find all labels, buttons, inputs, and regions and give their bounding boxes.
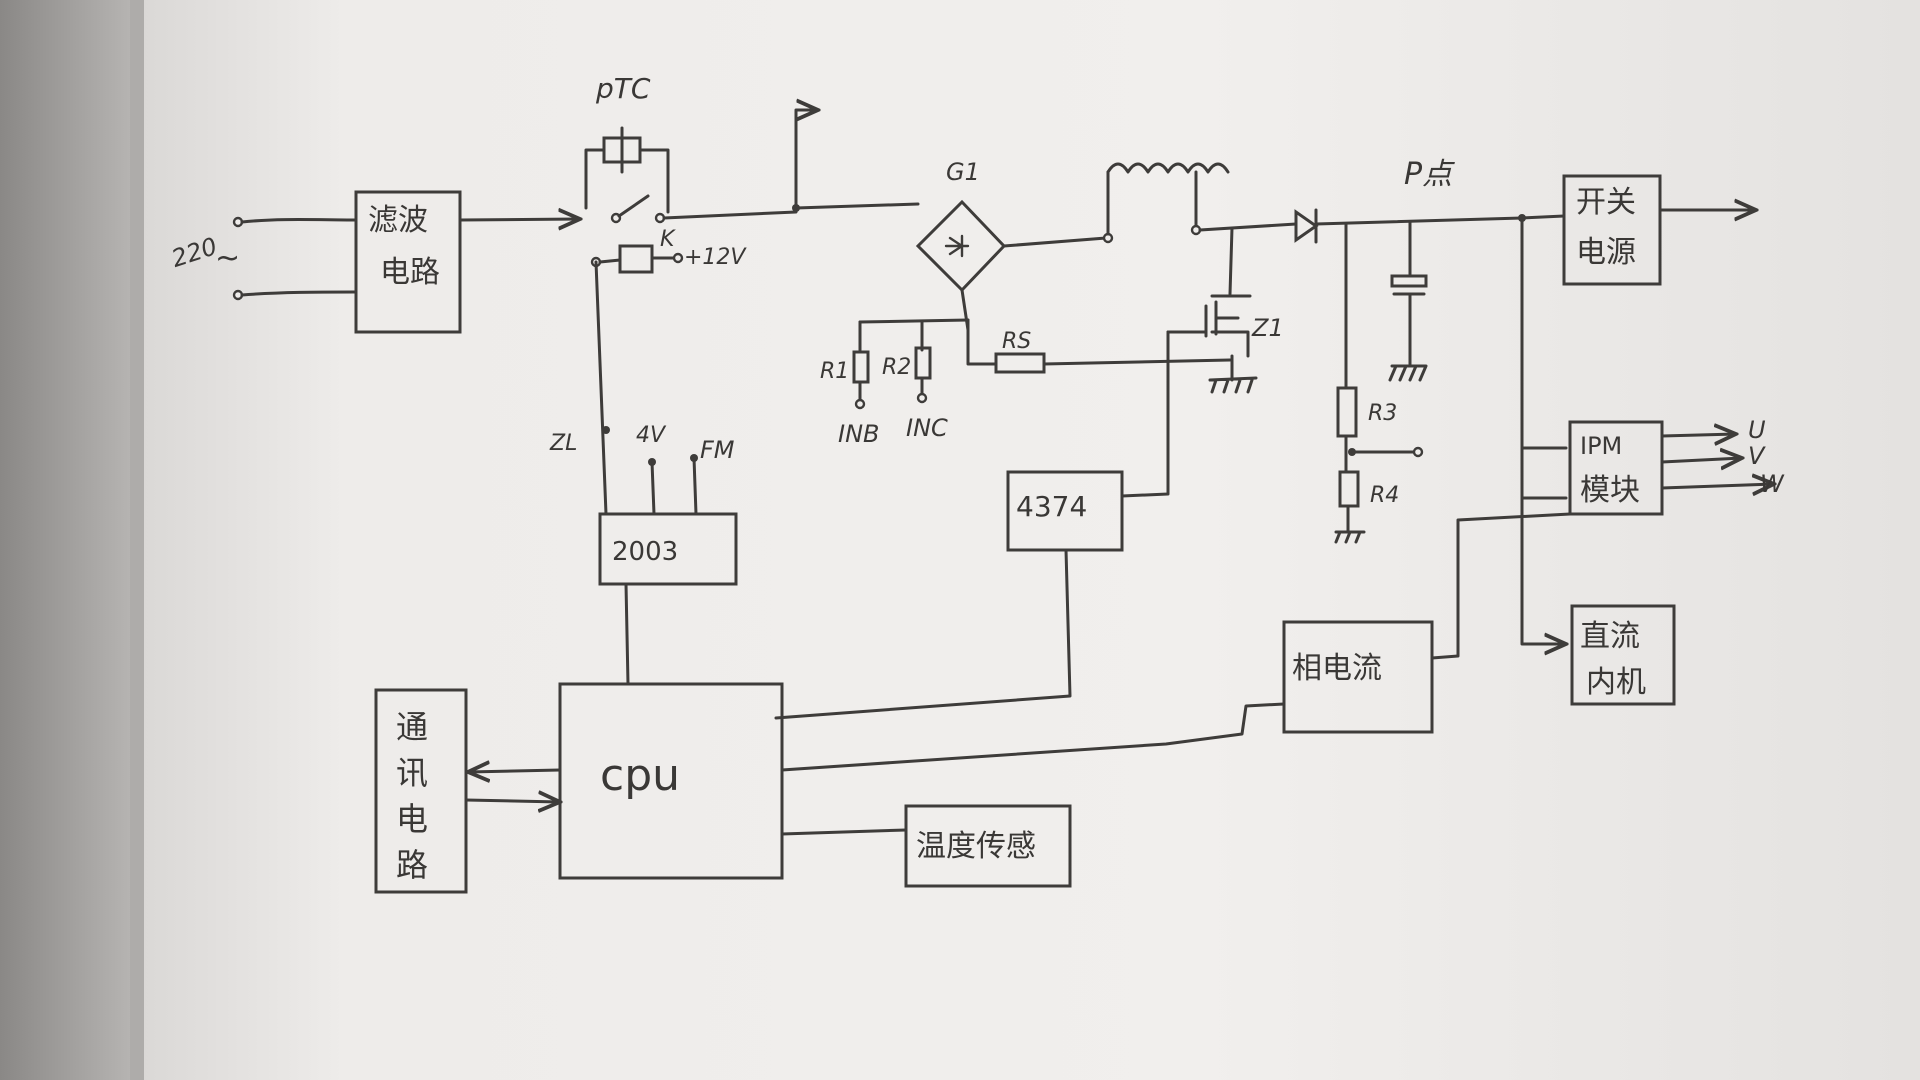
- zl-label: ZL: [549, 431, 577, 456]
- filter-circuit-block: 滤波 电路: [354, 190, 462, 334]
- relay-supply-label: +12V: [684, 245, 747, 270]
- dc-label-1: 直流: [1580, 619, 1640, 654]
- pfc-igbt: Z1: [1166, 226, 1284, 394]
- dc-label-2: 内机: [1586, 665, 1646, 700]
- output-v-label: V: [1748, 442, 1766, 470]
- communication-block: 通 讯 电 路: [374, 688, 560, 894]
- ptc-resistor: pTC: [584, 72, 670, 214]
- comm-label-4: 路: [396, 846, 428, 884]
- driver-2003-block: ZL 4V FM 2003: [549, 260, 738, 686]
- 4v-label: 4V: [636, 423, 667, 448]
- ac-input: 220 ~: [168, 216, 357, 301]
- pfc-diode: P点: [1294, 157, 1524, 244]
- chip-4374-block: 4374: [774, 330, 1170, 720]
- relay-k-label: K: [660, 227, 676, 252]
- paper-sheet: [130, 0, 1920, 1080]
- switching-power-block: 开关 电源: [1562, 174, 1662, 286]
- comm-label-2: 讯: [396, 754, 428, 792]
- driver-2003-label: 2003: [612, 537, 678, 567]
- ipm-label-2: 模块: [1580, 473, 1640, 508]
- bridge-label: G1: [946, 158, 980, 186]
- filter-label-2: 电路: [380, 255, 440, 290]
- inb-label: INB: [838, 420, 880, 448]
- pfc-inductor: [1102, 162, 1298, 244]
- current-det-label: 相电流: [1292, 651, 1382, 686]
- bridge-rectifier: G1: [794, 158, 1108, 332]
- cpu-label: cpu: [600, 750, 680, 801]
- ptc-label: pTC: [595, 72, 651, 105]
- temp-sensor-label: 温度传感: [916, 829, 1036, 864]
- voltage-divider: R3 R4: [1334, 222, 1424, 544]
- comm-label-1: 通: [396, 708, 428, 746]
- inc-label: INC: [906, 414, 948, 442]
- r2-label: R2: [882, 355, 911, 380]
- fm-label: FM: [700, 436, 735, 464]
- rs-label: RS: [1002, 329, 1031, 354]
- r4-label: R4: [1370, 483, 1399, 508]
- r3-label: R3: [1368, 401, 1397, 426]
- relay-switch: K +12V: [590, 194, 798, 274]
- p-point-label: P点: [1404, 157, 1455, 192]
- current-detection-block: 相电流: [780, 512, 1572, 772]
- page-edge-shadow: [130, 0, 144, 1080]
- igbt-label: Z1: [1251, 314, 1284, 342]
- dc-indoor-block: 直流 内机: [1570, 604, 1676, 706]
- ipm-label-1: IPM: [1580, 432, 1622, 460]
- r1-label: R1: [820, 359, 849, 384]
- smps-label-2: 电源: [1576, 235, 1636, 270]
- ipm-module-block: IPM 模块 U V W: [1568, 416, 1785, 516]
- chip-4374-label: 4374: [1016, 490, 1087, 523]
- filter-label-1: 滤波: [368, 203, 428, 238]
- bulk-capacitor: [1388, 220, 1428, 382]
- output-w-label: W: [1760, 470, 1785, 498]
- output-u-label: U: [1748, 416, 1766, 444]
- smps-label-1: 开关: [1576, 185, 1636, 220]
- temperature-sensor-block: 温度传感: [780, 804, 1072, 888]
- cpu-block: cpu: [558, 682, 784, 880]
- ac-symbol: ~: [215, 241, 240, 276]
- book-gutter: [0, 0, 140, 1080]
- comm-label-3: 电: [396, 800, 428, 838]
- shunt-resistors: R1 R2 INB INC RS: [820, 318, 1232, 448]
